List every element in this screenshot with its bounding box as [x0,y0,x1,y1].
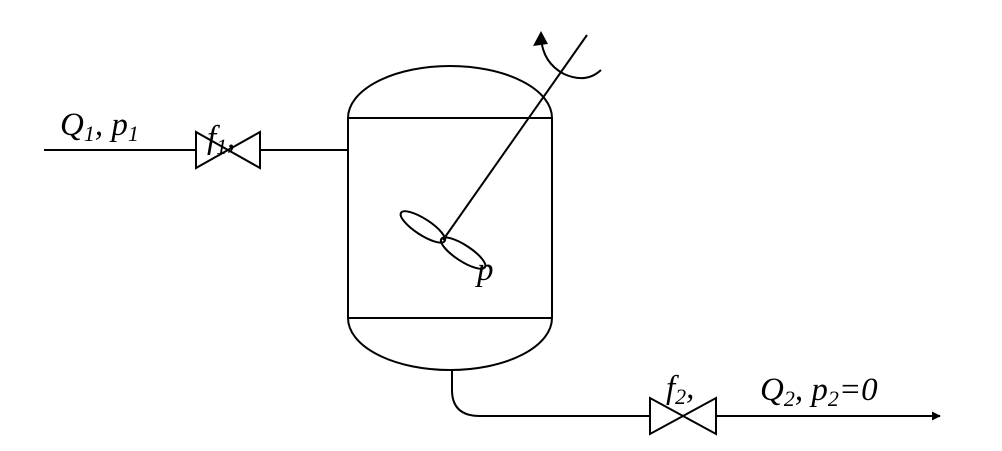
tank-pressure-label: p [475,252,494,288]
inlet-label: Q1, p1 [60,107,139,146]
impeller-icon [399,210,487,270]
inlet-p-sub: 1 [128,121,139,146]
inlet-sep: , [95,107,112,143]
inlet-p: p [109,107,128,143]
outlet-p-sub: 2 [828,386,839,411]
outlet-q-sub: 2 [784,386,795,411]
outlet-pipe-bend [451,370,650,417]
rotation-arrow-icon [540,37,602,80]
valve2-label: f2, [666,370,694,409]
outlet-valve [649,396,717,436]
outlet-sep: , [795,372,812,408]
rotation-arrowhead-icon [533,31,548,46]
valve1-label: f1, [207,120,235,159]
tank-vessel [347,65,553,371]
outlet-label: Q2, p2=0 [760,372,878,411]
outlet-p: p [809,372,828,408]
inlet-q: Q [60,107,84,143]
valve2-suffix: , [686,370,694,406]
outlet-suffix: =0 [839,372,878,408]
inlet-valve [195,130,261,170]
outlet-q: Q [760,372,784,408]
valve1-suffix: , [227,120,235,156]
valve2-sub: 2 [675,384,686,409]
inlet-q-sub: 1 [84,121,95,146]
agitator-shaft [442,34,588,241]
valve1-sub: 1 [216,134,227,159]
